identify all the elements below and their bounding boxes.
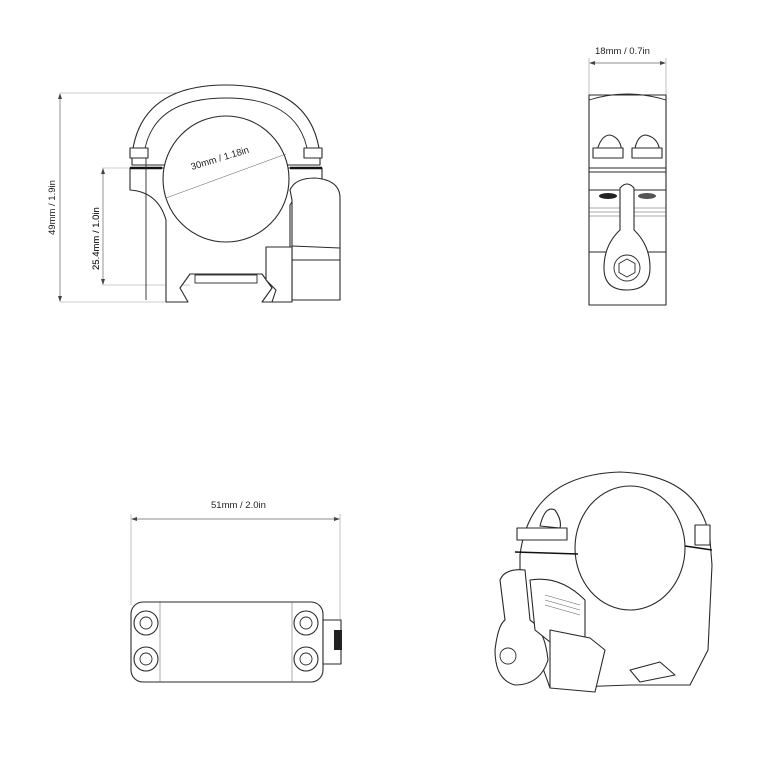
- side-view-drawing: 18mm / 0.7in: [588, 46, 667, 306]
- total-height-label: 49mm / 1.9in: [47, 180, 58, 235]
- side-view: 18mm / 0.7in: [570, 40, 690, 320]
- front-view-drawing: 30mm / 1.18in: [58, 84, 341, 303]
- bottom-length-label: 51mm / 2.0in: [211, 500, 266, 511]
- screw-icon: [133, 610, 319, 672]
- bottom-view-drawing: 51mm / 2.0in: [130, 500, 342, 683]
- center-height-label: 25.4mm / 1.0in: [91, 207, 102, 270]
- center-height-label-2: 25.4mm / 1.0in: [91, 207, 102, 270]
- front-view: 30mm / 1.18in 49mm / 1.9in 25.4mm / 1.0i…: [40, 80, 360, 320]
- bottom-view: 51mm / 2.0in: [120, 490, 360, 690]
- side-width-label: 18mm / 0.7in: [595, 46, 650, 57]
- isometric-view-drawing: [494, 471, 713, 693]
- isometric-view: [490, 460, 720, 700]
